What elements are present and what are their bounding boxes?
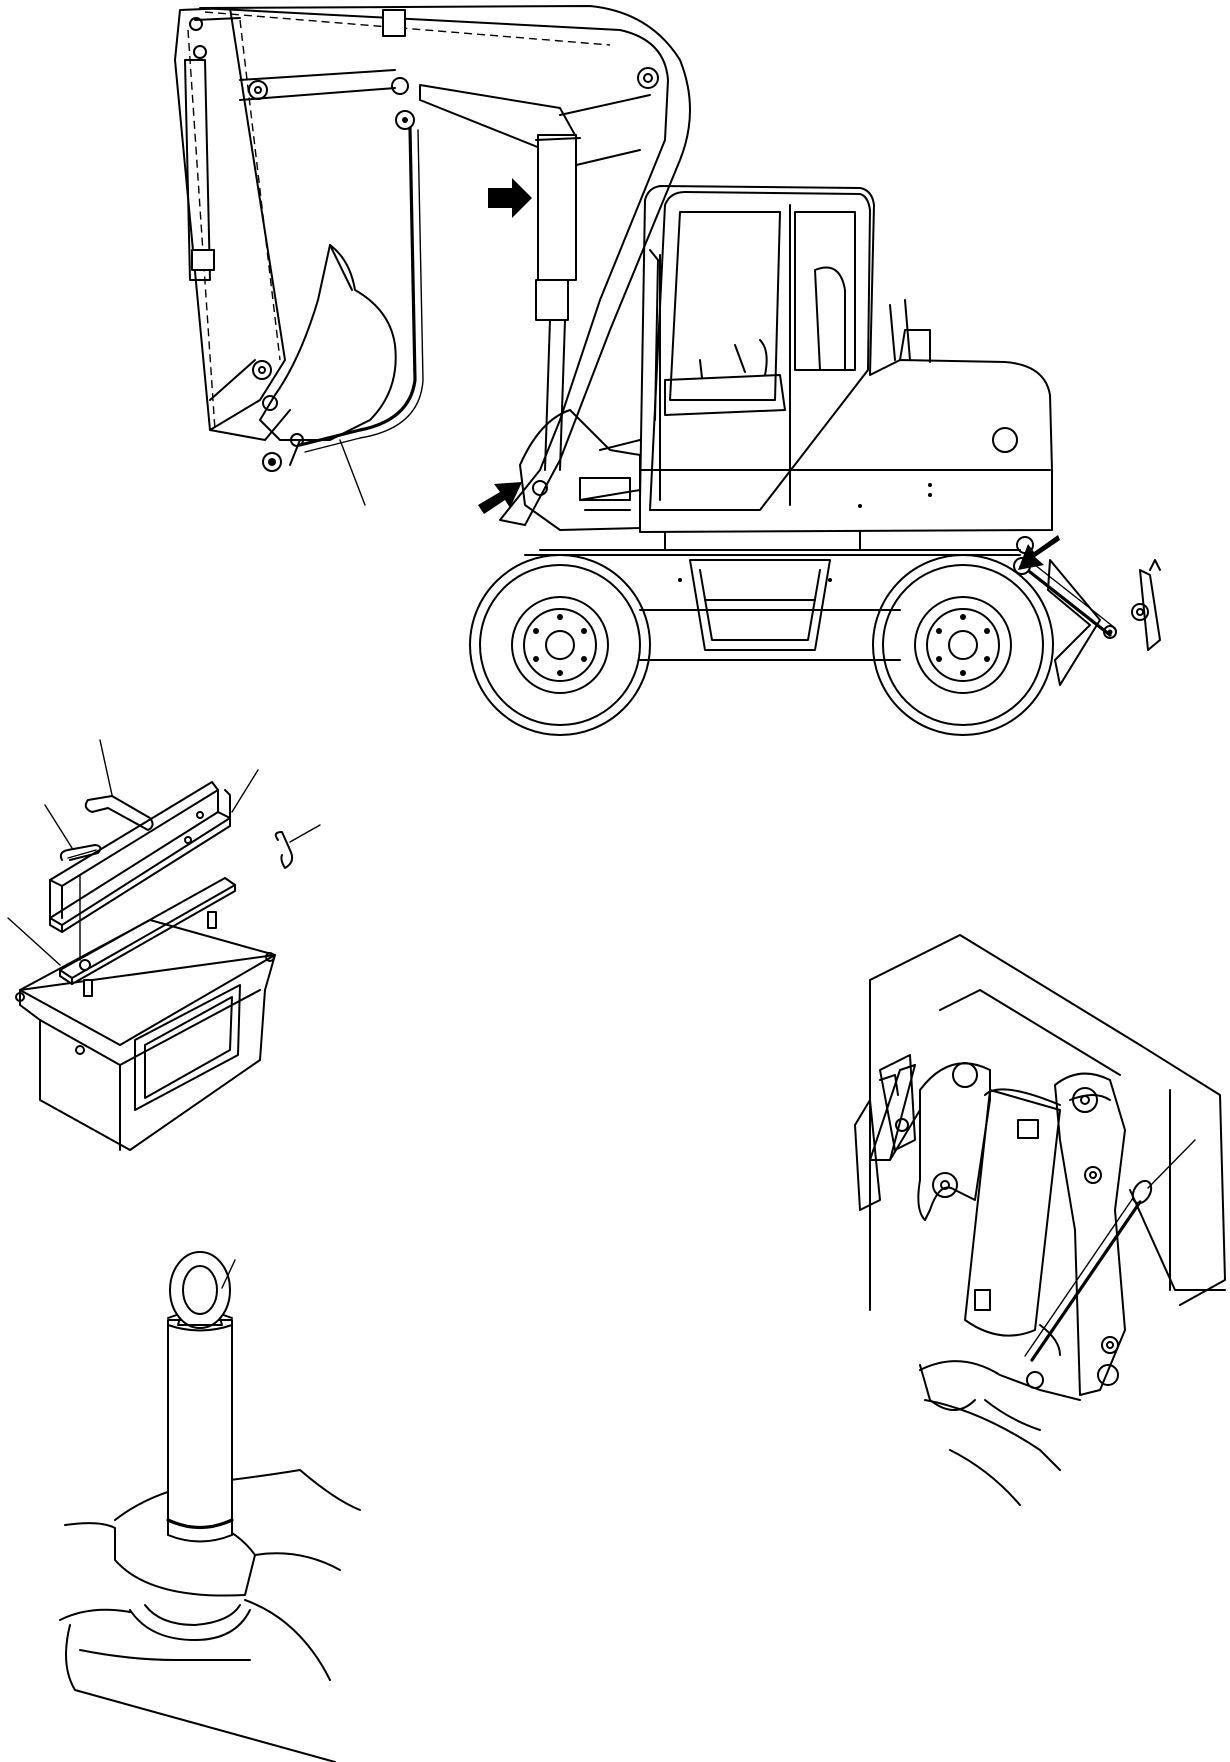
arrow-blade-lock [1018, 535, 1060, 570]
arm [174, 7, 286, 431]
lock-bar [49, 781, 231, 933]
pin-cotter-detail [854, 934, 1226, 1506]
rear-wheel [872, 554, 1054, 736]
lifting-eye-pin-detail [59, 1251, 361, 1762]
base-plate [59, 877, 236, 997]
leader-cotter-pin [1147, 1139, 1196, 1189]
leader-eye-pin [221, 1259, 236, 1289]
machine-side-view [174, 5, 1161, 736]
leader-r-pin-right [289, 824, 321, 843]
l-handle [84, 795, 154, 831]
toolbox [15, 919, 276, 1151]
leader-r-pin-left [44, 804, 73, 849]
lock-cable [298, 110, 424, 506]
leader-bar-end [231, 769, 259, 813]
lock-bar-toolbox-detail [7, 739, 321, 1151]
r-pin-right [274, 831, 294, 869]
arrow-boom-cylinder [488, 178, 532, 218]
cab [649, 191, 871, 511]
arrow-boom-foot [478, 482, 522, 514]
arm-cylinder [184, 9, 576, 281]
leader-handle [99, 739, 113, 796]
rear-blade [1013, 536, 1161, 686]
front-wheel [469, 554, 651, 736]
leader-plate [7, 917, 61, 966]
bucket [209, 244, 397, 472]
boom-foot [519, 409, 641, 531]
r-pin-left [59, 844, 102, 961]
boom-cylinder [535, 134, 581, 471]
cotter-pin [1024, 1179, 1153, 1362]
undercarriage [524, 531, 1021, 661]
boom [199, 5, 691, 526]
